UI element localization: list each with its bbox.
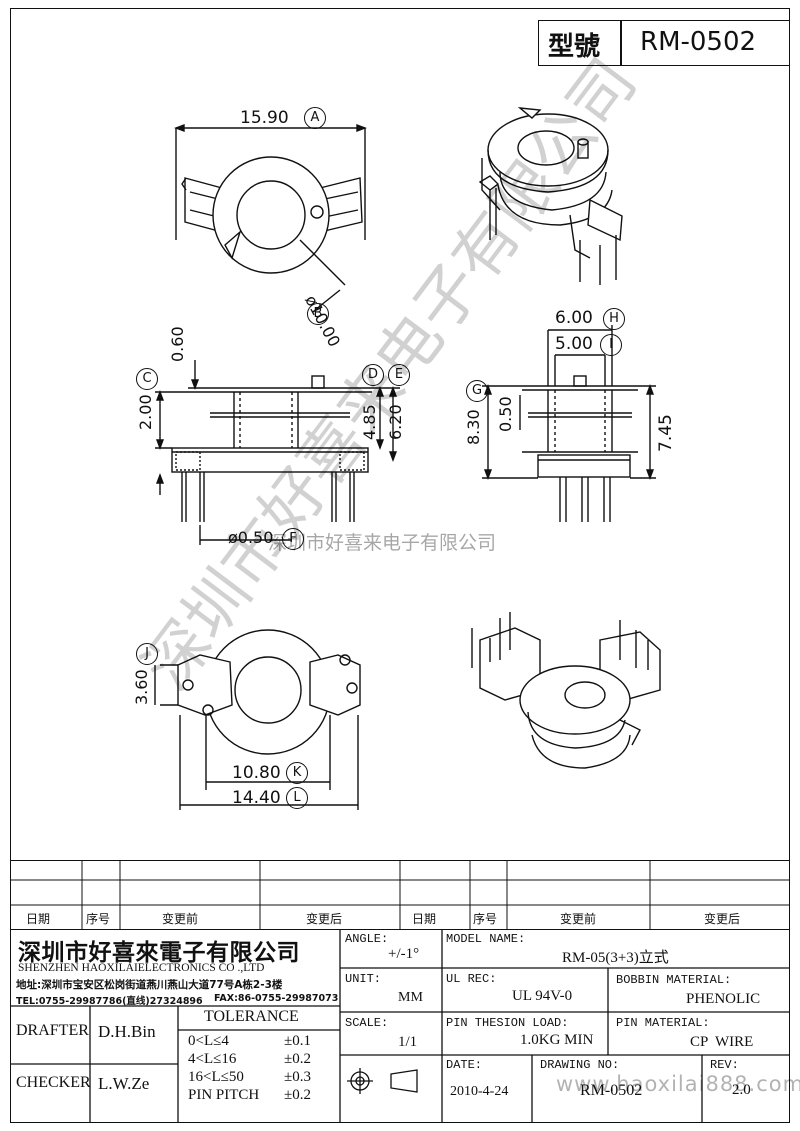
tolerance-value-4: ±0.2 bbox=[284, 1087, 311, 1103]
dim-d-tag: D bbox=[362, 364, 384, 386]
scale-label: SCALE: bbox=[345, 1016, 389, 1030]
top-view bbox=[174, 123, 367, 311]
angle-label: ANGLE: bbox=[345, 932, 389, 946]
technical-drawing bbox=[154, 107, 661, 810]
dim-g-value: 8.30 bbox=[464, 409, 483, 445]
title-block-grid bbox=[10, 930, 790, 1123]
dim-side-gap: 0.50 bbox=[496, 396, 515, 432]
dim-b-tag: B bbox=[307, 303, 329, 325]
company-name-cn: 深圳市好喜來電子有限公司 bbox=[18, 940, 300, 966]
pin-load-label: PIN THESION LOAD: bbox=[446, 1016, 569, 1030]
model-number: RM-0502 bbox=[640, 27, 757, 57]
dim-a-value: 15.90 bbox=[240, 108, 289, 128]
pin-material-value: CP WIRE bbox=[690, 1034, 754, 1050]
dim-i-value: 5.00 bbox=[555, 334, 593, 354]
pin-load-value: 1.0KG MIN bbox=[520, 1032, 594, 1048]
rev-date-label-2: 日期 bbox=[412, 912, 437, 926]
company-fax: FAX:86-0755-29987073 bbox=[214, 993, 339, 1004]
rev-date-label-1: 日期 bbox=[26, 912, 51, 926]
rev-label: REV: bbox=[710, 1058, 739, 1072]
rev-before-label-1: 变更前 bbox=[162, 912, 199, 926]
dim-l-tag: L bbox=[286, 787, 308, 809]
dim-h-tag: H bbox=[603, 308, 625, 330]
dim-h-value: 6.00 bbox=[555, 308, 593, 328]
model-header-divider bbox=[620, 20, 622, 66]
model-name-value: RM-05(3+3)立式 bbox=[562, 950, 669, 966]
company-tel: TEL:0755-29987786(直线)27324896 bbox=[16, 996, 203, 1007]
date-value: 2010-4-24 bbox=[450, 1084, 509, 1099]
dim-l-value: 14.40 bbox=[232, 788, 281, 808]
unit-value: MM bbox=[398, 990, 423, 1005]
dim-j-value: 3.60 bbox=[132, 669, 151, 705]
tolerance-range-3: 16<L≤50 bbox=[188, 1069, 244, 1085]
checker-label: CHECKER bbox=[16, 1074, 91, 1091]
drawing-frame bbox=[10, 8, 790, 1123]
tolerance-value-1: ±0.1 bbox=[284, 1033, 311, 1049]
drafter-label: DRAFTER bbox=[16, 1022, 89, 1039]
projection-symbol bbox=[347, 1068, 418, 1094]
ul-value: UL 94V-0 bbox=[512, 988, 573, 1004]
tolerance-title: TOLERANCE bbox=[204, 1008, 299, 1025]
revision-grid bbox=[10, 860, 790, 930]
dim-f-tag: F bbox=[282, 528, 304, 550]
scale-value: 1/1 bbox=[398, 1034, 418, 1050]
model-name-label: MODEL NAME: bbox=[446, 932, 526, 946]
rev-after-label-2: 变更后 bbox=[704, 912, 741, 926]
dim-e-tag: E bbox=[388, 364, 410, 386]
rev-value: 2.0 bbox=[732, 1082, 751, 1098]
tolerance-value-2: ±0.2 bbox=[284, 1051, 311, 1067]
dim-i-tag: I bbox=[600, 334, 622, 356]
checker-value: L.W.Ze bbox=[98, 1074, 150, 1093]
angle-value: +/-1° bbox=[388, 946, 420, 962]
dim-a-tag: A bbox=[304, 107, 326, 129]
bobbin-value: PHENOLIC bbox=[686, 991, 761, 1007]
dim-top-gap: 0.60 bbox=[168, 326, 187, 362]
rev-seq-label-2: 序号 bbox=[473, 912, 498, 926]
dim-c-value: 2.00 bbox=[136, 394, 155, 430]
tolerance-range-1: 0<L≤4 bbox=[188, 1033, 229, 1049]
dim-j-tag: J bbox=[136, 643, 158, 665]
company-name-en: SHENZHEN HAOXILAIELECTRONICS CO .,LTD bbox=[18, 962, 265, 974]
tolerance-value-3: ±0.3 bbox=[284, 1069, 311, 1085]
bottom-view bbox=[154, 629, 361, 810]
model-header-box bbox=[538, 20, 790, 66]
ul-label: UL REC: bbox=[446, 972, 497, 986]
dim-f-value: ø0.50 bbox=[228, 528, 274, 547]
tolerance-range-4: PIN PITCH bbox=[188, 1087, 260, 1103]
unit-label: UNIT: bbox=[345, 972, 382, 986]
rev-seq-label-1: 序号 bbox=[86, 912, 111, 926]
dim-c-tag: C bbox=[136, 368, 158, 390]
bobbin-label: BOBBIN MATERIAL: bbox=[616, 973, 732, 987]
pin-material-label: PIN MATERIAL: bbox=[616, 1016, 710, 1030]
bottom-iso-view bbox=[471, 612, 661, 769]
dim-g-tag: G bbox=[466, 380, 488, 402]
drawing-no-label: DRAWING NO: bbox=[540, 1058, 620, 1072]
drafter-value: D.H.Bin bbox=[98, 1022, 156, 1041]
dim-k-tag: K bbox=[286, 762, 308, 784]
side-view bbox=[482, 325, 656, 522]
tolerance-range-2: 4<L≤16 bbox=[188, 1051, 237, 1067]
rev-before-label-2: 变更前 bbox=[560, 912, 597, 926]
rev-after-label-1: 变更后 bbox=[306, 912, 343, 926]
mid-watermark: 深圳市好喜来电子有限公司 bbox=[268, 532, 497, 554]
dim-k-value: 10.80 bbox=[232, 763, 281, 783]
date-label: DATE: bbox=[446, 1058, 483, 1072]
model-label: 型號 bbox=[548, 32, 601, 62]
drawing-no-value: RM-0502 bbox=[580, 1082, 643, 1099]
front-view bbox=[155, 360, 400, 545]
footer-watermark: www.haoxilai888.com bbox=[556, 1072, 800, 1096]
company-address: 地址:深圳市宝安区松岗街道燕川燕山大道77号A栋2-3楼 bbox=[16, 979, 283, 991]
top-iso-view bbox=[478, 107, 623, 285]
dim-side-height: 7.45 bbox=[656, 414, 676, 452]
